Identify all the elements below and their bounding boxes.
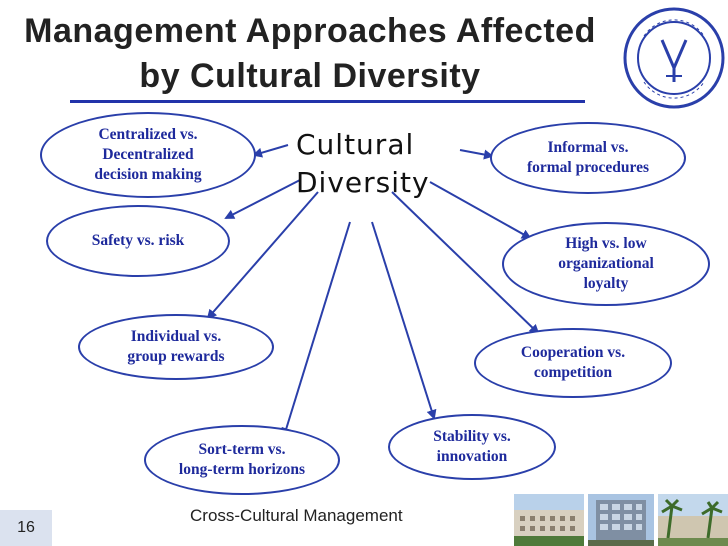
node-individual-label: Individual vs. group rewards: [127, 328, 225, 365]
central-concept: Cultural Diversity: [296, 126, 430, 202]
node-safety-label: Safety vs. risk: [91, 232, 185, 249]
node-loyalty-label: High vs. low organizational loyalty: [558, 235, 654, 292]
university-seal-logo: [623, 7, 725, 109]
node-safety: Safety vs. risk: [46, 205, 230, 277]
central-concept-line-2: Diversity: [296, 166, 430, 199]
node-shortterm-label: Sort-term vs. long-term horizons: [178, 441, 306, 478]
node-stability: Stability vs. innovation: [388, 414, 556, 480]
node-cooperation: Cooperation vs. competition: [474, 328, 672, 398]
node-centralized: Centralized vs. Decentralized decision m…: [40, 112, 256, 198]
arrow-to-shortterm: [281, 221, 351, 438]
arrow-to-individual: [206, 191, 319, 320]
node-shortterm: Sort-term vs. long-term horizons: [144, 425, 340, 495]
campus-photo-3: [658, 494, 728, 546]
campus-photo-1: [514, 494, 584, 546]
node-informal: Informal vs. formal procedures: [490, 122, 686, 194]
node-stability-label: Stability vs. innovation: [433, 428, 511, 465]
node-cooperation-label: Cooperation vs. competition: [520, 344, 626, 381]
arrow-to-informal: [459, 149, 494, 160]
slide-title-line-2: by Cultural Diversity: [139, 57, 481, 95]
arrow-to-safety: [224, 179, 301, 219]
campus-photo-2: [588, 494, 654, 546]
arrow-to-loyalty: [429, 181, 532, 239]
node-centralized-label: Centralized vs. Decentralized decision m…: [94, 126, 202, 183]
central-concept-line-1: Cultural: [296, 128, 415, 161]
node-loyalty: High vs. low organizational loyalty: [502, 222, 710, 306]
node-individual: Individual vs. group rewards: [78, 314, 274, 380]
node-informal-label: Informal vs. formal procedures: [526, 139, 650, 176]
slide-number: 16: [0, 510, 52, 546]
arrow-to-centralized: [252, 144, 289, 158]
slide-title-line-1: Management Approaches Affected: [24, 12, 596, 50]
arrow-to-cooperation: [391, 191, 540, 335]
footer-text: Cross-Cultural Management: [190, 506, 403, 525]
arrow-to-stability: [371, 221, 437, 420]
title-underline: [70, 100, 585, 103]
